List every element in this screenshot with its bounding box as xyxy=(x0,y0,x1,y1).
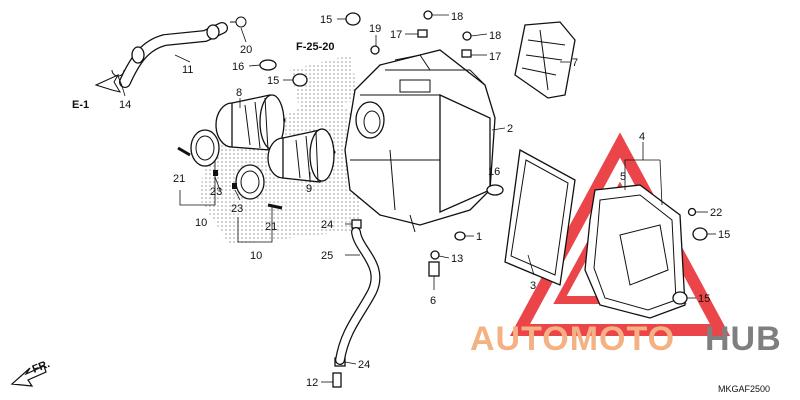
callout-21-left: 21 xyxy=(173,173,185,185)
callout-22: 22 xyxy=(710,207,722,219)
part-2-air-cleaner-case xyxy=(344,49,496,233)
part-7-duct xyxy=(514,21,576,99)
callout-16-right: 16 xyxy=(488,166,500,178)
part-11-hose xyxy=(119,22,228,88)
part-10-band-upper xyxy=(190,129,220,167)
callout-10-lower: 10 xyxy=(250,250,262,262)
callout-8: 8 xyxy=(236,87,242,99)
part-9-funnel xyxy=(267,128,336,183)
callout-11: 11 xyxy=(182,64,193,76)
callout-15-mid: 15 xyxy=(267,75,279,87)
callout-10-upper: 10 xyxy=(195,217,207,229)
part-17-clips xyxy=(417,29,472,58)
callout-24-lower: 24 xyxy=(358,359,370,371)
part-12-plug xyxy=(332,372,342,388)
callout-1: 1 xyxy=(476,231,482,243)
callout-9: 9 xyxy=(306,183,312,195)
callout-5: 5 xyxy=(620,171,626,183)
part-21-bolts xyxy=(177,146,283,210)
part-22-screw xyxy=(687,207,697,217)
part-15-grommet-bottom xyxy=(672,291,688,305)
callout-15-bottom: 15 xyxy=(698,293,710,305)
callout-20: 20 xyxy=(240,44,252,56)
callout-17-left: 17 xyxy=(390,29,402,41)
part-15-grommet-top xyxy=(345,12,361,26)
callout-6: 6 xyxy=(430,295,436,307)
callout-23-lower: 23 xyxy=(231,203,243,215)
part-15-grommet-mid xyxy=(292,73,308,87)
callout-19: 19 xyxy=(369,23,381,35)
reference-e1: E-1 xyxy=(72,99,89,111)
e1-reference-arrow xyxy=(94,73,122,93)
callout-18-top: 18 xyxy=(451,11,463,23)
callout-17-right: 17 xyxy=(489,51,501,63)
callout-24-upper: 24 xyxy=(321,219,333,231)
part-3-element xyxy=(504,148,576,286)
part-8-funnel xyxy=(215,94,286,151)
part-10-band-lower xyxy=(235,164,265,200)
callout-12: 12 xyxy=(306,377,318,389)
part-20-clip xyxy=(230,16,247,28)
callout-13: 13 xyxy=(451,253,463,265)
part-4-cover xyxy=(584,184,686,319)
callout-labels: 11 14 20 15 16 15 19 18 17 18 17 7 2 8 9… xyxy=(119,11,730,389)
callout-15-top: 15 xyxy=(320,14,332,26)
callout-2: 2 xyxy=(507,123,513,135)
reference-f2520: F-25-20 xyxy=(296,41,335,53)
callout-14: 14 xyxy=(119,99,131,111)
callout-7: 7 xyxy=(572,57,578,69)
callout-18-right: 18 xyxy=(489,30,501,42)
leader-lines xyxy=(121,14,716,383)
callout-15-right: 15 xyxy=(718,229,730,241)
callout-4: 4 xyxy=(639,131,645,143)
front-direction-arrow xyxy=(10,365,47,387)
callout-23-upper: 23 xyxy=(210,186,222,198)
callout-25: 25 xyxy=(321,250,333,262)
front-marker-label: FR. xyxy=(31,358,52,376)
diagram-code: MKGAF2500 xyxy=(718,384,770,394)
part-23-nuts xyxy=(213,170,237,189)
part-16-pad-left xyxy=(259,59,277,71)
watermark-hub: HUB xyxy=(705,320,782,358)
callout-3: 3 xyxy=(530,280,536,292)
part-25-drain-tube xyxy=(335,227,381,365)
part-15-grommet-right xyxy=(692,227,708,241)
part-16-pad-right xyxy=(486,184,504,196)
callout-21-right: 21 xyxy=(265,221,277,233)
callout-16-left: 16 xyxy=(232,61,244,73)
watermark-automoto: AUTOMOTO xyxy=(470,320,675,358)
part-19-bolt xyxy=(370,45,380,55)
part-1-grommet xyxy=(454,231,466,241)
part-6-plug xyxy=(428,261,440,277)
part-13-clip xyxy=(430,250,440,260)
